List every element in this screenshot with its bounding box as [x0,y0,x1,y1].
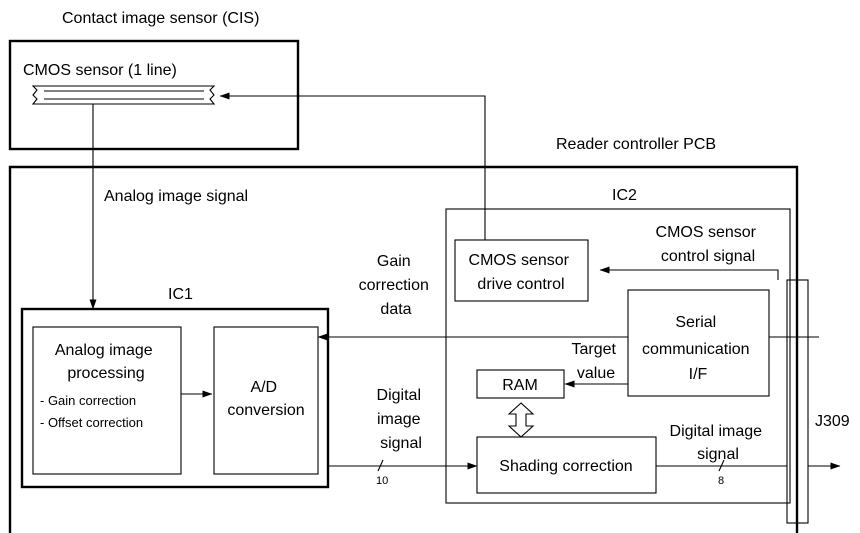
gain-correction-data-line: correction [359,277,429,294]
ad-conversion-label: A/D conversion [227,379,304,419]
analog-signal-label: Analog image signal [104,188,248,205]
ic1-frame [20,307,330,489]
analog-processing-line: Analog image [55,342,153,359]
sensor-drive-line [219,92,486,240]
digital-image-output-line: signal [697,446,739,463]
analog-processing-line: processing [67,365,144,382]
target-value-line: Target [572,341,617,358]
cmos-drive-control-label: CMOS sensor drive control [469,252,574,293]
bus-width-10: 10 [376,475,388,487]
control-signal-line [599,266,779,280]
bus-slash [718,459,725,472]
ad-conversion-line: conversion [227,402,304,419]
digital-image-signal-line: signal [380,435,422,452]
ram-block [476,369,565,399]
cmos-control-signal-line: CMOS sensor [656,224,757,241]
bus-width-8: 8 [718,475,724,487]
digital-image-signal-line: image [377,411,421,428]
pcb-title: Reader controller PCB [556,136,716,153]
cmos-sensor-line [31,85,216,105]
cmos-drive-control-block [454,239,589,302]
offset-correction-item: - Offset correction [40,415,143,430]
target-value-line: value [577,365,615,382]
serial-interface-label: Serial communication I/F [642,314,754,383]
gain-correction-data-label: Gain correction data [359,253,434,318]
serial-interface-line: Serial [675,314,716,331]
serial-interface-line: communication [642,341,750,358]
cmos-control-signal-label: CMOS sensor control signal [656,224,761,265]
bus-slash [377,459,384,472]
digital-image-output-label: Digital image signal [670,423,767,463]
ic1-title: IC1 [168,286,193,303]
gain-correction-item: - Gain correction [40,393,136,408]
serial-interface-block [627,289,770,397]
gain-correction-data-line: data [380,301,411,318]
digital-image-output-line: Digital image [670,423,763,440]
ic2-title: IC2 [612,187,637,204]
gain-correction-data-line: Gain [377,253,411,270]
cmos-control-signal-line: control signal [661,248,755,265]
connector-j309 [786,279,809,524]
analog-processing-label: Analog image processing [55,342,157,382]
cmos-sensor-label: CMOS sensor (1 line) [23,62,177,79]
cmos-drive-control-line: CMOS sensor [469,252,570,269]
ram-shading-bidirectional-arrow [507,402,535,438]
cis-title: Contact image sensor (CIS) [62,10,259,27]
connector-j309-label: J309 [815,413,850,430]
digital-image-signal-label: Digital image signal [377,387,426,452]
shading-correction-label: Shading correction [499,458,632,475]
target-value-label: Target value [572,341,621,382]
ad-conversion-line: A/D [250,379,277,396]
cis-frame [8,39,300,151]
analog-processing-block [32,326,182,475]
cmos-drive-control-line: drive control [477,276,564,293]
pcb-frame [8,165,799,533]
ad-conversion-block [213,326,319,475]
digital-image-signal-line: Digital [377,387,421,404]
ic2-frame [445,208,791,504]
serial-interface-line: I/F [689,366,708,383]
ram-label: RAM [502,377,538,394]
